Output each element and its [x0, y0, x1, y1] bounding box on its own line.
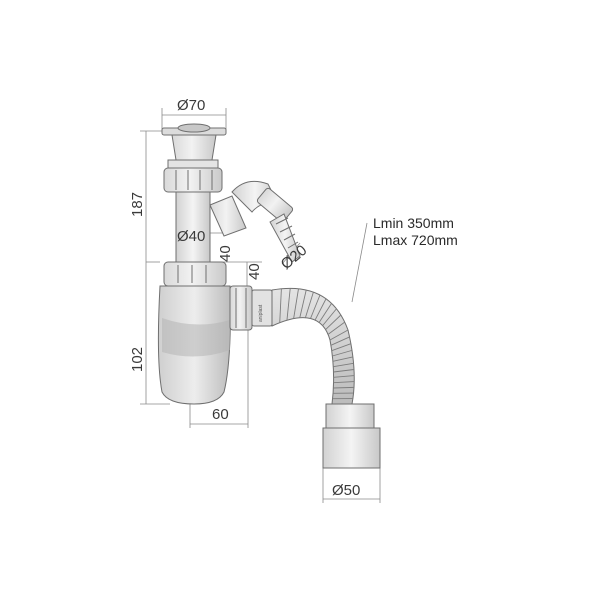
hose-corrugation-ring — [332, 349, 353, 357]
dim-bottle-offset: 60 — [212, 406, 229, 423]
hose-corrugation-ring — [330, 336, 350, 346]
hose-corrugation-ring — [325, 314, 342, 330]
hose-corrugation-ring — [331, 343, 352, 352]
hose-corrugation-ring — [299, 289, 307, 318]
coupling-nut-lower — [163, 261, 227, 287]
upper-collar — [171, 134, 217, 161]
hose-corrugation-ring — [293, 288, 299, 319]
nozzle-collar — [256, 187, 294, 223]
hose-corrugation-ring — [333, 362, 354, 368]
dim-side-outlet-2: 40 — [246, 263, 263, 280]
strainer-cap — [177, 123, 211, 133]
hose-nozzle — [269, 213, 301, 263]
dim-inlet-diameter: Ø40 — [177, 228, 205, 245]
vertical-pipe — [175, 191, 211, 263]
hose-corrugation-ring — [333, 386, 355, 389]
hose-corrugation-ring — [314, 298, 327, 321]
hose-length-min: Lmin 350mm — [373, 215, 454, 231]
hose-corrugation-ring — [286, 288, 291, 321]
inlet-nut — [209, 195, 247, 237]
side-inlet-elbow — [209, 180, 301, 263]
brand-mark: aniplast — [258, 304, 264, 322]
hose-corrugation-ring — [322, 308, 337, 326]
dim-side-outlet: 40 — [217, 245, 234, 262]
side-outlet-nut — [229, 285, 253, 331]
hose-corrugation-ring — [310, 294, 321, 319]
hose-corrugation-ring — [329, 329, 349, 341]
flexible-hose — [271, 287, 381, 469]
hose-corrugation-ring — [332, 356, 353, 362]
outlet-connector — [325, 403, 375, 429]
coupling-nut-upper — [163, 167, 223, 193]
dim-overall-height: 187 — [129, 192, 146, 217]
hose-corrugation-ring — [333, 381, 355, 384]
hose-corrugation-ring — [327, 321, 345, 335]
hose-corrugation-ring — [333, 369, 355, 373]
dim-outlet-diameter: Ø50 — [332, 482, 360, 499]
siphon-body: aniplast — [157, 123, 273, 405]
hose-corrugation-ring — [279, 288, 282, 323]
dim-top-diameter: Ø70 — [177, 97, 205, 114]
outlet-pipe — [322, 427, 381, 469]
hose-length-max: Lmax 720mm — [373, 232, 458, 248]
hose-corrugation-ring — [333, 375, 355, 378]
hose-corrugation-ring — [318, 303, 332, 323]
hose-corrugation-ring — [304, 291, 314, 318]
dim-hose-nozzle-diameter: Ø20 — [278, 242, 311, 273]
dim-bottle-height: 102 — [129, 347, 146, 372]
